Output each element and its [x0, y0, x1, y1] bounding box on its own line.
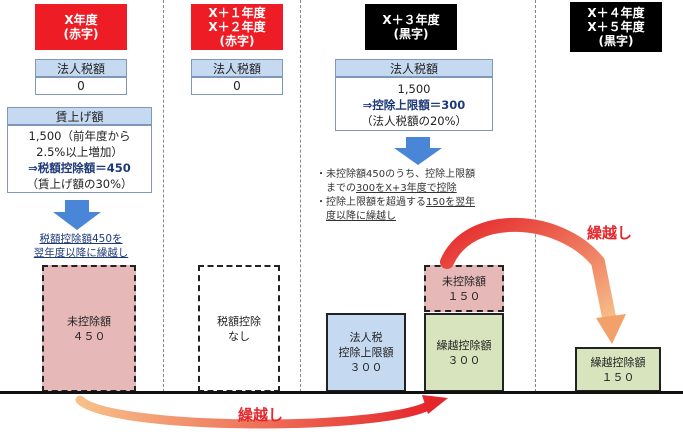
header-year-x4-x5: X＋４年度 X＋５年度 (黒字) — [570, 2, 662, 52]
note-line: 税額控除額450を — [39, 233, 123, 245]
header-year-x1-x2: X＋１年度 X＋２年度 (赤字) — [191, 4, 283, 50]
header-year-x: X年度 (赤字) — [35, 4, 127, 50]
uncredited-bar-450: 未控除額 ４５０ — [42, 265, 136, 392]
carryover-label-top: 繰越し — [587, 224, 633, 242]
down-arrow-icon — [394, 137, 442, 165]
wage-increase-detail: 1,500（前年度から 2.5%以上増加） ⇒税額控除額＝450 （賃上げ額の3… — [7, 125, 152, 193]
carryover-note: 税額控除額450を 翌年度以降に繰越し — [20, 232, 142, 260]
tax-amount-value: 0 — [191, 77, 283, 95]
wage-increase-label: 賃上げ額 — [7, 107, 152, 125]
carryover-label-bottom: 繰越し — [238, 406, 284, 424]
wage-credit-line: ⇒税額控除額＝450 — [28, 161, 131, 175]
note-line: 度以降に繰越し — [326, 211, 396, 222]
tax-amount-detail: 1,500 ⇒控除上限額＝300 （法人税額の20%） — [335, 77, 493, 131]
note-text: までの — [326, 183, 356, 194]
credit-limit-bar-300: 法人税 控除上限額 ３００ — [326, 313, 406, 392]
column-divider — [535, 0, 536, 392]
note-text: 150を翌年 — [426, 197, 476, 208]
note-line: ・未控除額450のうち、控除上限額 — [316, 169, 476, 180]
tax-amount-label: 法人税額 — [35, 59, 127, 77]
credit-notes: ・未控除額450のうち、控除上限額 までの300をX+3年度で控除 ・控除上限額… — [316, 168, 526, 224]
wage-line: 2.5%以上増加） — [36, 145, 123, 159]
note-line: までの300をX+3年度で控除 — [316, 182, 526, 196]
tax-line: （法人税額の20%） — [360, 114, 468, 128]
note-line: 翌年度以降に繰越し — [33, 247, 129, 259]
carryover-credit-bar-300: 繰越控除額 ３００ — [424, 313, 504, 392]
baseline — [0, 391, 683, 394]
wage-line: 1,500（前年度から — [28, 129, 131, 143]
column-divider — [163, 0, 164, 392]
uncredited-bar-150: 未控除額 １５０ — [424, 265, 504, 312]
column-divider — [300, 0, 301, 392]
down-arrow-icon — [53, 200, 101, 230]
header-year-x3: X＋３年度 (黒字) — [365, 4, 457, 50]
tax-amount-label: 法人税額 — [191, 59, 283, 77]
wage-line: （賃上げ額の30%） — [26, 177, 133, 191]
note-text: 300をX+3年度で控除 — [356, 183, 457, 194]
credit-limit-line: ⇒控除上限額＝300 — [362, 98, 466, 112]
tax-amount-label: 法人税額 — [335, 59, 493, 77]
note-line: ・控除上限額を超過する150を翌年 — [316, 196, 526, 210]
tax-line: 1,500 — [397, 82, 431, 96]
note-text: ・控除上限額を超過する — [316, 197, 426, 208]
tax-amount-value: 0 — [35, 77, 127, 95]
